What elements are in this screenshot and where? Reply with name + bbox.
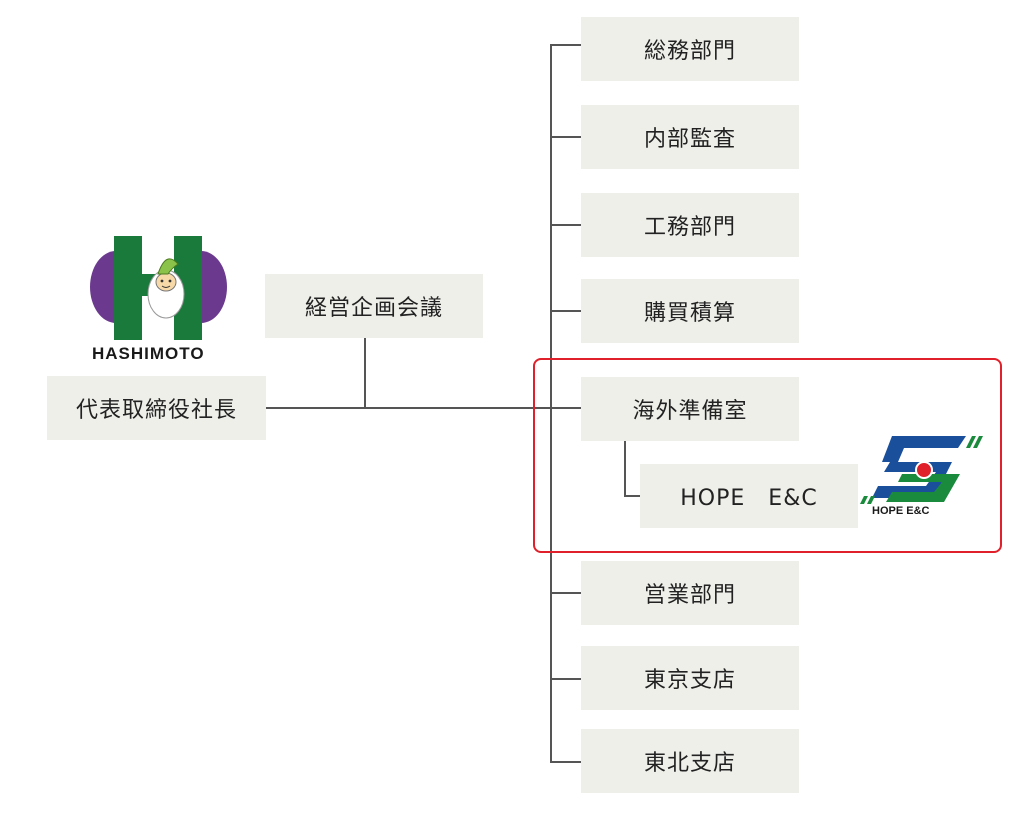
hope-ec-logo-text: HOPE E&C [872, 505, 930, 517]
sub-connector-vertical [624, 441, 626, 496]
dept-engineering[interactable]: 工務部門 [581, 193, 799, 257]
branch-line-6 [550, 678, 581, 680]
dept-overseas-prep[interactable]: 海外準備室 [581, 377, 799, 441]
sub-connector-horizontal [624, 495, 640, 497]
branch-line-2 [550, 224, 581, 226]
dept-tohoku-branch[interactable]: 東北支店 [581, 729, 799, 793]
overseas-highlight-frame [533, 358, 1002, 553]
branch-line-5 [550, 592, 581, 594]
hashimoto-logo-text: HASHIMOTO [92, 344, 205, 363]
dept-purchasing[interactable]: 購買積算 [581, 279, 799, 343]
branch-line-7 [550, 761, 581, 763]
dept-general-affairs[interactable]: 総務部門 [581, 17, 799, 81]
planning-meeting-box[interactable]: 経営企画会議 [265, 274, 483, 338]
mascot-icon [147, 258, 185, 319]
dept-sales[interactable]: 営業部門 [581, 561, 799, 625]
branch-line-1 [550, 136, 581, 138]
hope-ec-logo [860, 436, 983, 504]
dept-internal-audit[interactable]: 内部監査 [581, 105, 799, 169]
planning-connector-line [364, 338, 366, 408]
dept-tokyo-branch[interactable]: 東京支店 [581, 646, 799, 710]
ceo-connector-line [266, 407, 581, 409]
ceo-box[interactable]: 代表取締役社長 [47, 376, 266, 440]
sub-unit-hope-ec[interactable]: HOPE E&C [640, 464, 858, 528]
trunk-line [550, 44, 552, 762]
branch-line-3 [550, 310, 581, 312]
hope-logo-red-dot [915, 461, 933, 479]
hashimoto-logo [90, 236, 227, 340]
branch-line-0 [550, 44, 581, 46]
